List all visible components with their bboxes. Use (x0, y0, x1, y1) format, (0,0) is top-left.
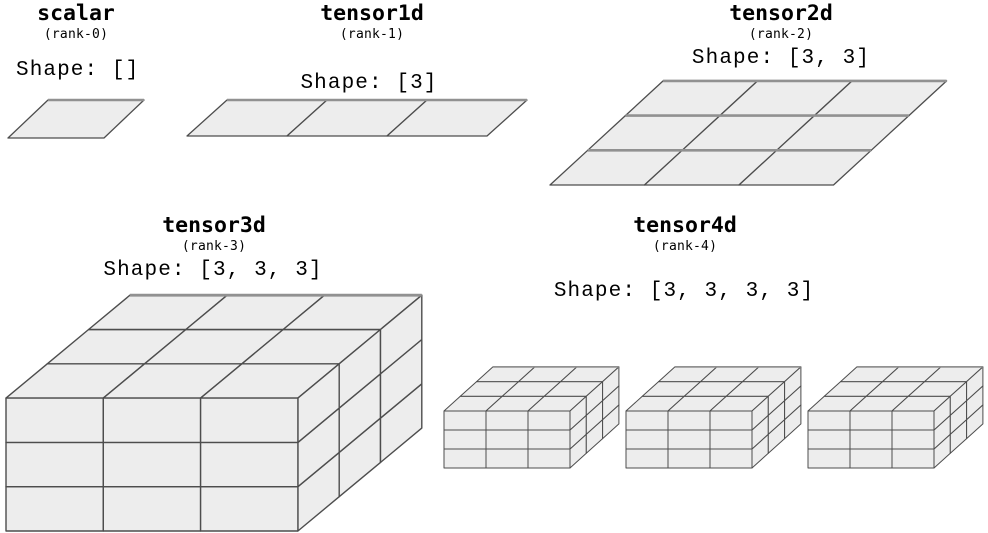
panel-header-tensor4d: tensor4d (rank-4) (633, 213, 737, 254)
shape-label-tensor3d: Shape: [3, 3, 3] (103, 259, 323, 282)
panel-header-tensor2d: tensor2d (rank-2) (729, 1, 833, 42)
panel-title-scalar: scalar (37, 1, 115, 26)
panel-rank-tensor3d: (rank-3) (181, 239, 247, 254)
panel-rank-scalar: (rank-0) (43, 27, 109, 42)
panel-header-tensor1d: tensor1d (rank-1) (320, 1, 424, 42)
panel-title-tensor4d: tensor4d (633, 213, 737, 238)
panel-header-tensor3d: tensor3d (rank-3) (162, 213, 266, 254)
tensor1d-figure (186, 98, 528, 137)
panel-title-tensor3d: tensor3d (162, 213, 266, 238)
panel-rank-tensor1d: (rank-1) (339, 27, 405, 42)
panel-rank-tensor4d: (rank-4) (652, 239, 718, 254)
panel-title-tensor2d: tensor2d (729, 1, 833, 26)
shape-label-tensor4d: Shape: [3, 3, 3, 3] (553, 280, 815, 303)
shape-label-tensor2d: Shape: [3, 3] (691, 47, 871, 70)
panel-header-scalar: scalar (rank-0) (37, 1, 115, 42)
shape-label-scalar: Shape: [] (16, 59, 140, 82)
scalar-figure (7, 98, 145, 139)
shape-label-tensor1d: Shape: [3] (300, 72, 438, 95)
panel-rank-tensor2d: (rank-2) (748, 27, 814, 42)
panel-title-tensor1d: tensor1d (320, 1, 424, 26)
tensor2d-figure (549, 79, 948, 186)
tensor4d-figure (443, 365, 984, 469)
tensor3d-figure (5, 293, 423, 532)
